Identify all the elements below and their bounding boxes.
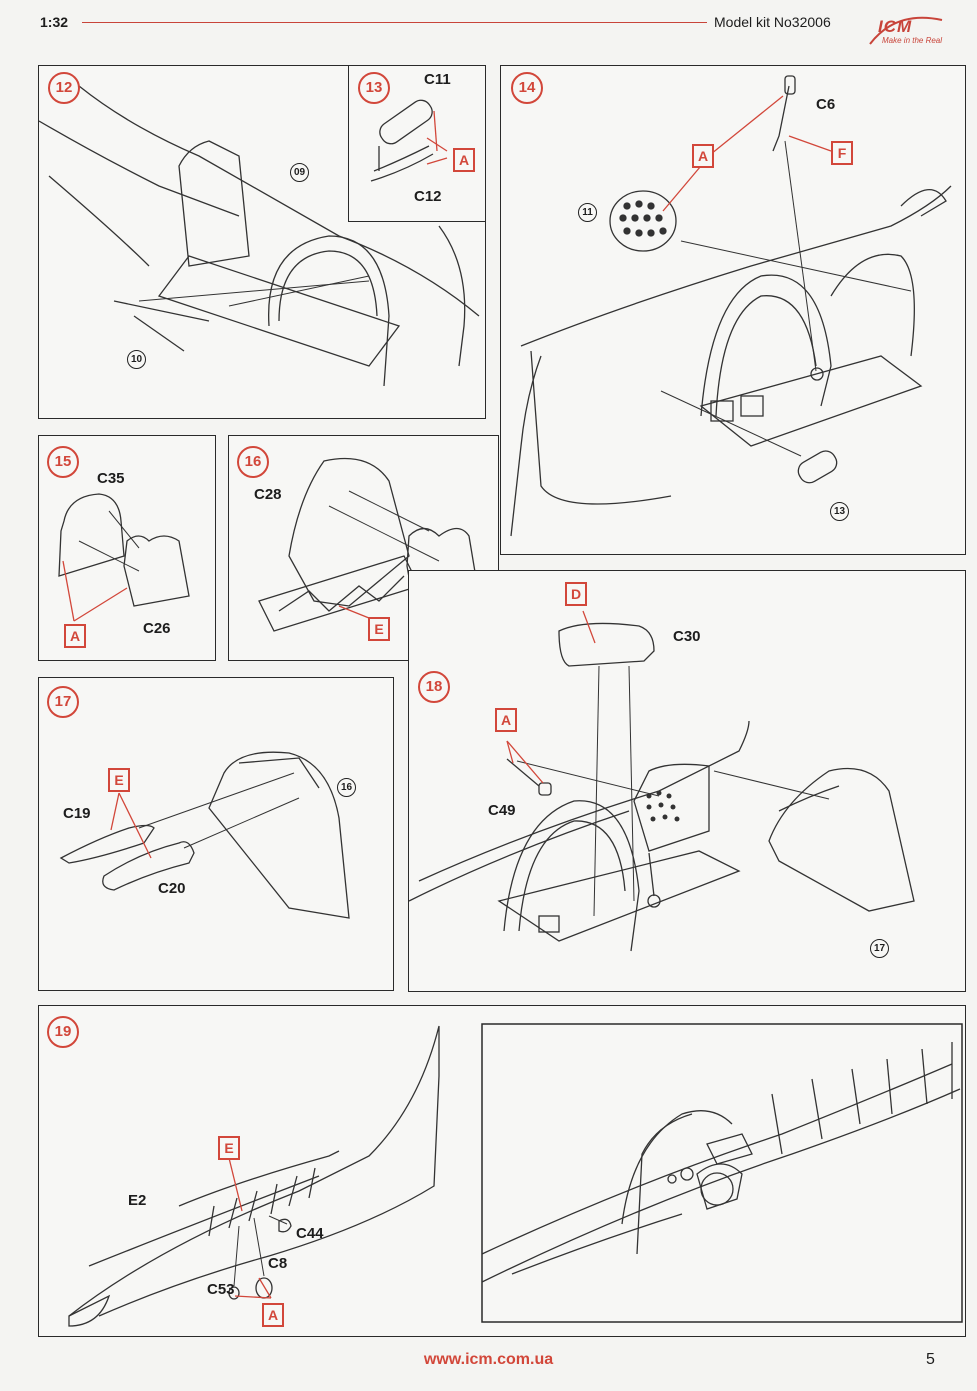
part-label-c35: C35	[97, 470, 125, 487]
step-12-badge: 12	[48, 72, 80, 104]
part-label-c49: C49	[488, 802, 516, 819]
page-number: 5	[926, 1351, 935, 1368]
logo-tagline: Make in the Real	[882, 36, 943, 45]
paint-mark-a: A	[453, 148, 475, 172]
paint-mark-e: E	[368, 617, 390, 641]
part-label-c44: C44	[296, 1225, 324, 1242]
part-label-c28: C28	[254, 486, 282, 503]
paint-mark-a: A	[495, 708, 517, 732]
part-label-c30: C30	[673, 628, 701, 645]
paint-mark-a: A	[64, 624, 86, 648]
part-label-c53: C53	[207, 1281, 235, 1298]
part-ref-17: 17	[870, 939, 889, 958]
part-ref-13: 13	[830, 502, 849, 521]
step-17-drawing	[59, 751, 350, 919]
step-14-badge: 14	[511, 72, 543, 104]
part-label-c8: C8	[268, 1255, 288, 1272]
part-label-c6: C6	[816, 96, 836, 113]
paint-mark-d: D	[565, 582, 587, 606]
step-14-panel	[500, 65, 966, 555]
step-19-drawing	[68, 1023, 963, 1327]
part-label-c20: C20	[158, 880, 186, 897]
step-19-panel	[38, 1005, 966, 1337]
part-label-c12: C12	[414, 188, 442, 205]
step-15-badge: 15	[47, 446, 79, 478]
part-ref-16: 16	[337, 778, 356, 797]
part-label-c19: C19	[63, 805, 91, 822]
step-17-badge: 17	[47, 686, 79, 718]
paint-mark-a: A	[692, 144, 714, 168]
part-ref-11: 11	[578, 203, 597, 222]
paint-mark-f: F	[831, 141, 853, 165]
step-18-drawing	[409, 610, 915, 952]
step-16-badge: 16	[237, 446, 269, 478]
part-label-c26: C26	[143, 620, 171, 637]
scale-label: 1:32	[40, 14, 69, 30]
step-15-drawing	[58, 493, 190, 622]
step-13-drawing	[370, 99, 448, 182]
step-12-drawing	[39, 85, 480, 387]
part-ref-10: 10	[127, 350, 146, 369]
step-18-panel	[408, 570, 966, 992]
step-13-badge: 13	[358, 72, 390, 104]
icm-logo	[869, 16, 943, 45]
model-kit-number: Model kit No32006	[714, 14, 831, 30]
part-label-e2: E2	[128, 1192, 147, 1209]
header-rule	[82, 22, 707, 23]
part-label-c11: C11	[424, 71, 451, 88]
step-19-badge: 19	[47, 1016, 79, 1048]
step-17-panel	[38, 677, 394, 991]
step-14-drawing	[510, 75, 952, 537]
paint-mark-a: A	[262, 1303, 284, 1327]
part-ref-09: 09	[290, 163, 309, 182]
paint-mark-e: E	[108, 768, 130, 792]
logo-brand: ICM	[878, 17, 913, 36]
step-18-badge: 18	[418, 671, 450, 703]
paint-mark-e: E	[218, 1136, 240, 1160]
website-link[interactable]: www.icm.com.ua	[423, 1351, 554, 1368]
